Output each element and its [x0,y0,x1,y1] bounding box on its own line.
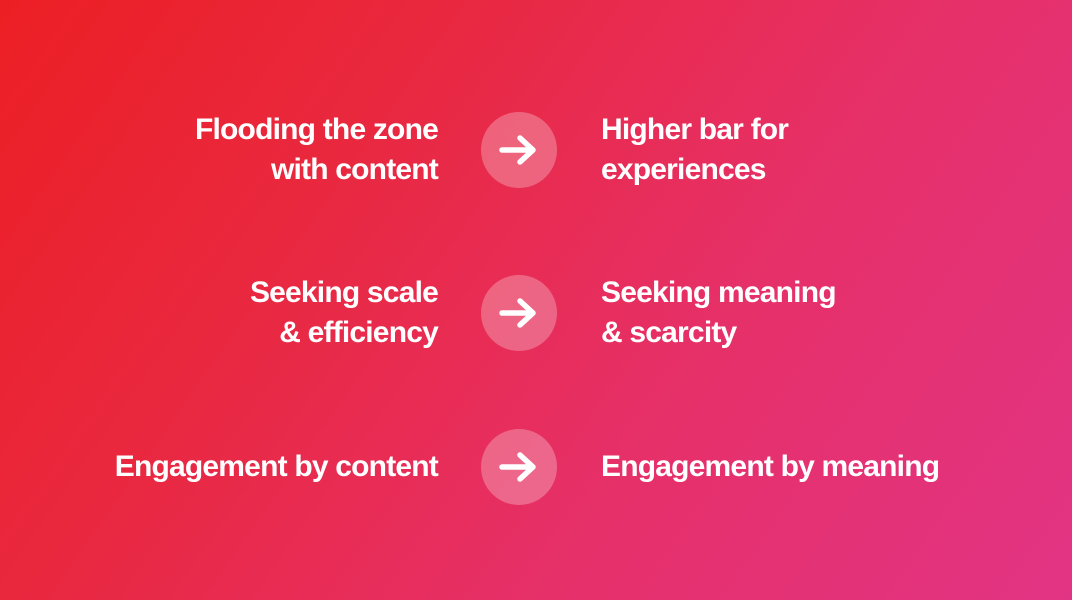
to-text: Engagement by meaning [601,450,940,483]
arrow-circle [481,112,557,188]
to-text: Higher bar for experiences [601,113,789,186]
from-text: Seeking scale & efficiency [249,276,439,349]
from-text: Engagement by content [114,450,439,483]
comparison-row-2: Seeking scale & efficiency Seeking meani… [0,273,1072,353]
to-text: Seeking meaning & scarcity [601,276,837,349]
comparison-row-1: Flooding the zone with content Higher ba… [0,110,1072,190]
arrow-right-icon [499,298,536,328]
arrow-right-icon [499,135,536,165]
arrow-right-icon [499,452,536,482]
from-text: Flooding the zone with content [194,113,439,186]
arrow-circle [481,429,557,505]
arrow-circle [481,275,557,351]
comparison-row-3: Engagement by content Engagement by mean… [0,427,1072,507]
